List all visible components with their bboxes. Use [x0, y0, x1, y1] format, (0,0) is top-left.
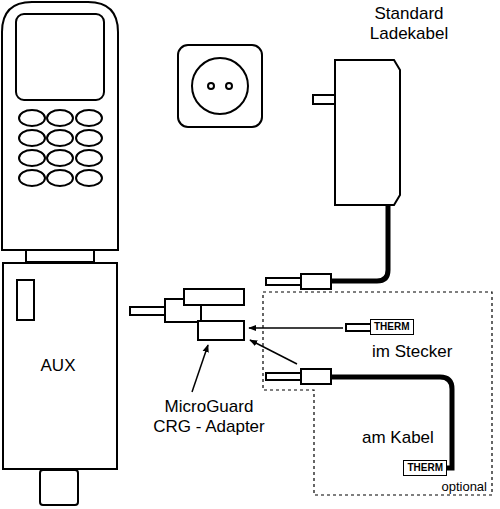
keypad-key [19, 110, 45, 126]
therm-tag: THERM [403, 460, 447, 476]
phone-upper-body [2, 2, 118, 250]
socket-insert [192, 58, 248, 114]
option-label: am Kabel [362, 428, 447, 448]
option-label: im Stecker [372, 342, 482, 362]
plug-body [301, 274, 331, 289]
port-label: AUX [41, 356, 76, 376]
keypad-key [19, 170, 45, 186]
charger-cable [330, 205, 388, 281]
keypad-key [76, 110, 102, 126]
leader-arrow [192, 345, 208, 392]
adapter [130, 289, 244, 340]
cable-plug-body [301, 369, 331, 384]
keypad-key [47, 130, 73, 146]
adapter-pin [130, 307, 166, 315]
dashed-outline [263, 292, 492, 495]
charger [266, 60, 400, 289]
socket-plate [178, 45, 262, 127]
region-label: optional [440, 479, 488, 494]
therm-label: THERM [374, 321, 410, 333]
keypad-key [76, 150, 102, 166]
therm-plug-pin [346, 324, 372, 331]
keypad-key [19, 150, 45, 166]
socket-hole [226, 83, 232, 89]
phone-screen [16, 14, 104, 100]
pointer-arrows [192, 328, 343, 392]
phone [2, 2, 118, 505]
therm-tag: THERM [370, 319, 414, 335]
keypad-key [47, 150, 73, 166]
keypad-key [19, 130, 45, 146]
keypad-key [76, 130, 102, 146]
keypad [19, 110, 102, 186]
charger-prong [313, 95, 335, 104]
adapter-label: MicroGuard CRG - Adapter [145, 397, 273, 437]
plug-pin [266, 278, 302, 285]
keypad-key [47, 170, 73, 186]
wall-socket [178, 45, 262, 127]
phone-lower-body: AUX [2, 262, 118, 470]
cable-plug-pin [266, 373, 302, 380]
keypad-key [76, 170, 102, 186]
keypad-key [47, 110, 73, 126]
phone-window [17, 280, 34, 320]
charger-body [335, 60, 400, 205]
phone-hinge [26, 250, 94, 262]
optional-region: optional THERM THERM [262, 290, 494, 498]
phone-connector [40, 470, 78, 505]
insert-arrow [250, 340, 297, 364]
socket-hole [208, 83, 214, 89]
charger-label: Standard Ladekabel [350, 4, 468, 44]
therm-label: THERM [407, 462, 443, 474]
adapter-socket-upper [184, 289, 244, 305]
therm-cable [330, 377, 452, 468]
adapter-socket-lower [198, 321, 244, 340]
